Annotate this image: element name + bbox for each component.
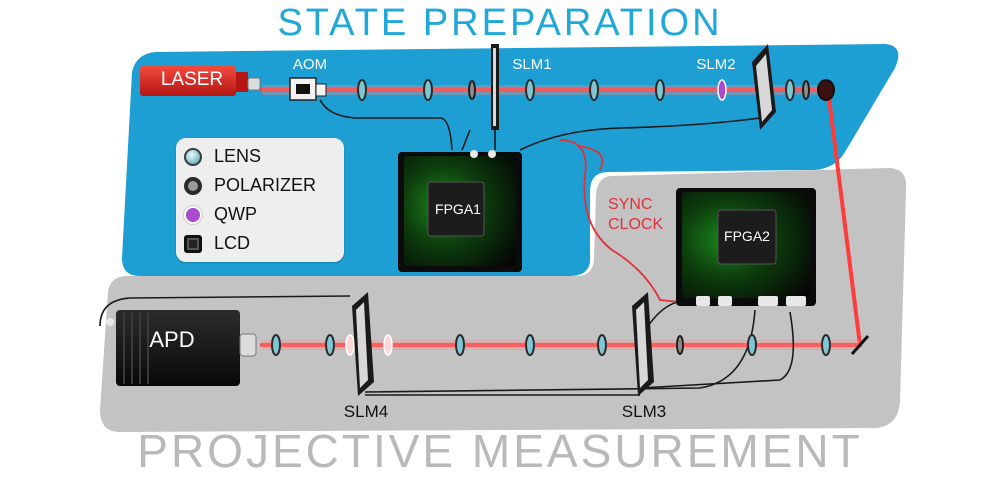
state-preparation-title: STATE PREPARATION [277,2,723,44]
lens-icon [423,79,433,101]
aom-device [289,77,327,101]
legend-item-lens: LENS [184,142,344,171]
lens-row-top [357,79,835,101]
sync-clock-cable [559,139,701,305]
fpga1-board [398,150,522,272]
lcd-icon [184,234,202,253]
lens-icon [455,334,465,356]
apd-label: APD [149,327,195,352]
legend-label: LCD [214,233,251,253]
laser-label: LASER [160,69,224,90]
fpga1-label: FPGA1 [435,201,481,217]
sync-clock-label: SYNC CLOCK [608,195,663,235]
mirror-icon [850,335,870,355]
legend-item-qwp: QWP [184,200,344,229]
lens-icon [821,334,831,356]
projective-measurement-title: PROJECTIVE MEASUREMENT [137,425,863,477]
mirror-icon [817,79,835,101]
legend: LENS POLARIZER QWP LCD [176,138,344,262]
lens-icon [655,79,665,101]
polarizer-icon [676,335,684,355]
lens-row-bottom [271,334,870,356]
qwp-icon [383,334,393,356]
qwp-icon [184,205,202,224]
lens-icon [525,334,535,356]
qwp-icon [717,79,727,101]
legend-label: POLARIZER [214,175,317,195]
slm1-device [491,44,499,130]
lens-icon [525,79,535,101]
lens-icon [184,147,202,166]
slm3-device [632,292,654,396]
slm2-label: SLM2 [696,56,736,73]
polarizer-icon [184,176,202,195]
lens-icon [785,79,795,101]
legend-item-polarizer: POLARIZER [184,171,344,200]
slm2-device [752,44,776,130]
sync-clock-line: CLOCK [608,216,664,233]
lens-icon [589,79,599,101]
apd-detector [106,310,257,386]
lens-icon [357,79,367,101]
fpga2-board [676,188,816,306]
fpga2-label: FPGA2 [724,228,770,244]
lens-icon [271,334,281,356]
slm4-device [352,292,374,396]
qwp-icon [345,334,355,356]
aom-label: AOM [292,56,328,73]
lens-icon [747,334,757,356]
polarizer-icon [802,80,810,100]
lens-icon [325,334,335,356]
sync-clock-cable-2 [577,145,604,171]
laser-source [140,66,261,96]
legend-label: QWP [214,204,257,224]
slm1-label: SLM1 [512,56,552,73]
legend-item-lcd: LCD [184,229,344,258]
slm4-label: SLM4 [343,402,389,421]
sync-clock-line: SYNC [608,196,653,213]
legend-label: LENS [214,146,262,166]
slm3-label: SLM3 [621,402,667,421]
lens-icon [597,334,607,356]
polarizer-icon [468,80,476,100]
